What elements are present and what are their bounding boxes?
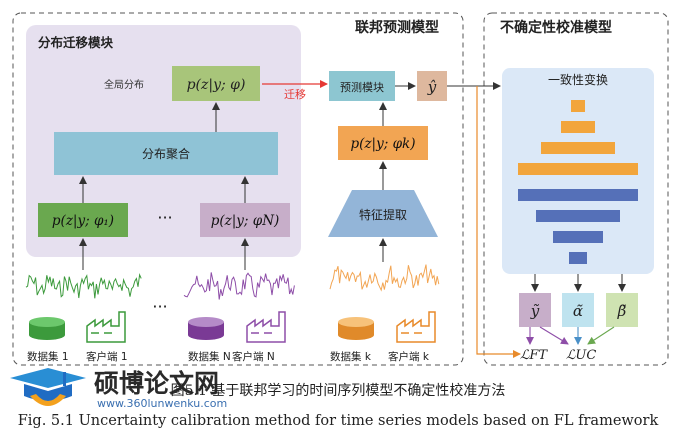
database-icon xyxy=(338,317,374,327)
consistency-transform-title: 一致性变换 xyxy=(548,72,608,87)
client-n-group xyxy=(188,311,286,343)
y-hat-box xyxy=(417,71,447,101)
client-n-label: 客户端 N xyxy=(232,350,275,363)
waveform-client-n xyxy=(183,272,295,300)
dataset-n-label: 数据集 N xyxy=(188,350,231,363)
transfer-label: 迁移 xyxy=(284,88,306,101)
section-title-calibration: 不确定性校准模型 xyxy=(500,19,612,36)
time-series-waveforms xyxy=(25,264,440,300)
global-distribution-text: p(z|y; φ) xyxy=(187,77,246,93)
loss-ft: ℒFT xyxy=(520,348,548,363)
feature-extraction-shape xyxy=(328,190,438,237)
dataset-1-label: 数据集 1 xyxy=(27,350,69,363)
prediction-module-text: 预测模块 xyxy=(340,81,384,94)
global-distribution-box xyxy=(172,66,260,101)
client-k-label: 客户端 k xyxy=(388,350,430,363)
local-distribution-k-box xyxy=(338,126,428,160)
watermark-url: www.360lunwenku.com xyxy=(97,397,227,410)
calibration-frame xyxy=(483,12,669,366)
funnel-bar xyxy=(553,231,603,243)
funnel-bar xyxy=(561,121,595,133)
factory-icon xyxy=(246,311,286,343)
local-distribution-1-text: p(z|y; φ₁) xyxy=(52,213,114,229)
alpha-tilde-box xyxy=(562,293,594,327)
federated-frame xyxy=(12,12,464,366)
dataset-k-label: 数据集 k xyxy=(330,350,372,363)
funnel-bar xyxy=(518,163,638,175)
funnel-bar xyxy=(569,252,587,264)
ellipsis-waves: ··· xyxy=(152,297,167,316)
caption-zh: 图5.1 基于联邦学习的时间序列模型不确定性校准方法 xyxy=(171,382,506,399)
global-distribution-label: 全局分布 xyxy=(104,78,144,91)
waveform-client-k xyxy=(329,264,440,292)
loss-uc: ℒUC xyxy=(566,348,596,363)
watermark-name: 硕博论文网 xyxy=(94,369,219,398)
y-hat-text: ŷ xyxy=(427,78,437,96)
client-1-group xyxy=(29,311,126,343)
y-tilde-text: ỹ xyxy=(530,302,540,320)
section-title-federated: 联邦预测模型 xyxy=(355,19,439,36)
feature-extraction-text: 特征提取 xyxy=(359,207,407,222)
funnel-bar xyxy=(518,189,638,201)
factory-icon xyxy=(86,311,126,343)
prediction-module-box xyxy=(329,71,395,101)
y-tilde-box xyxy=(519,293,551,327)
local-distribution-k-text: p(z|y; φk) xyxy=(351,136,416,152)
watermark-logo xyxy=(10,368,86,406)
ellipsis-clients: ··· xyxy=(157,208,172,227)
section-title-distribution: 分布迁移模块 xyxy=(38,35,114,50)
aggregation-text: 分布聚合 xyxy=(142,146,190,161)
beta-tilde-text: β̃ xyxy=(617,302,627,320)
funnel-bar xyxy=(541,142,615,154)
database-icon xyxy=(29,317,65,327)
waveform-client-1 xyxy=(25,272,142,299)
database-icon xyxy=(188,317,224,327)
local-distribution-1-box xyxy=(38,203,128,237)
client-1-label: 客户端 1 xyxy=(86,350,128,363)
local-distribution-n-box xyxy=(200,203,290,237)
factory-icon xyxy=(396,311,436,343)
client-k-group xyxy=(338,311,436,343)
alpha-tilde-text: α̃ xyxy=(573,302,583,320)
aggregation-box xyxy=(54,132,278,175)
funnel-bar xyxy=(571,100,585,112)
local-distribution-n-text: p(z|y; φN) xyxy=(211,213,280,229)
caption-en: Fig. 5.1 Uncertainty calibration method … xyxy=(18,413,659,429)
funnel-bar xyxy=(536,210,620,222)
beta-tilde-box xyxy=(606,293,638,327)
